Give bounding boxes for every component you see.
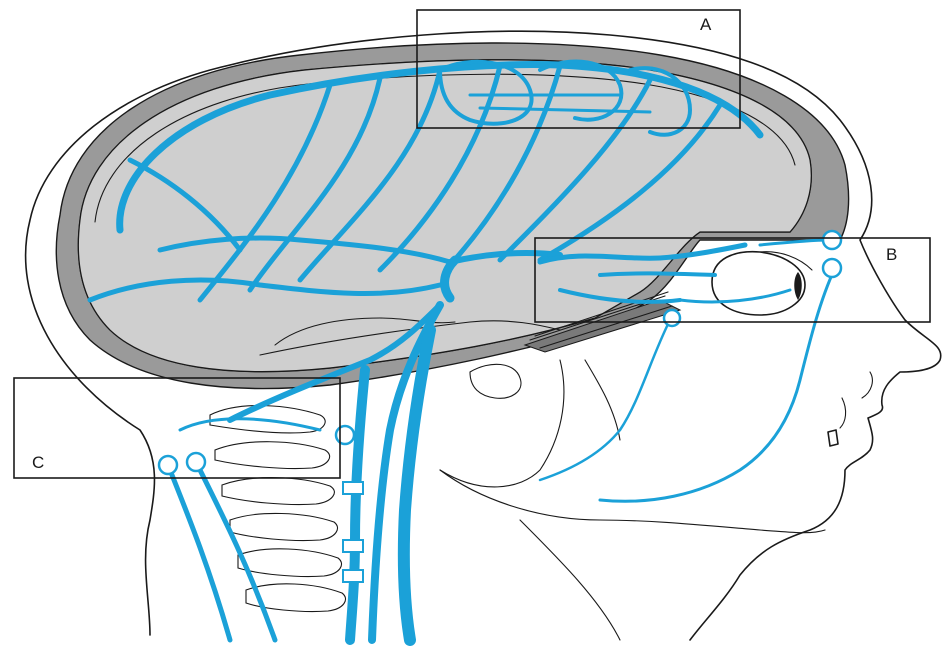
cheek-contour (585, 360, 620, 440)
eye (712, 252, 812, 315)
region-label-c: C (32, 453, 46, 472)
ear-contour (470, 364, 521, 398)
mandible-ramus (440, 360, 564, 487)
region-label-b: B (886, 245, 899, 264)
neck-front-line (520, 520, 620, 640)
cervical-vertebrae (210, 406, 346, 612)
nostril-line (862, 372, 872, 398)
lip-mark (828, 430, 838, 446)
mouth-line (840, 398, 846, 428)
region-label-a: A (700, 15, 713, 34)
